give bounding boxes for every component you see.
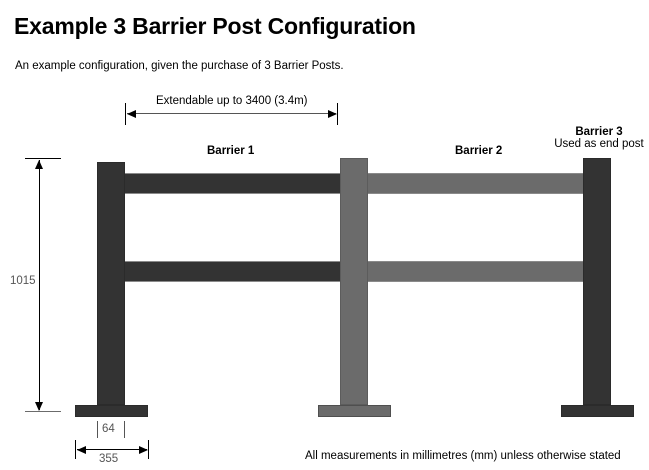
post-middle (340, 158, 368, 405)
dimension-span-label: Extendable up to 3400 (3.4m) (156, 95, 308, 107)
page-title: Example 3 Barrier Post Configuration (14, 13, 416, 39)
dimension-base-width-line (77, 449, 147, 450)
barrier-1-label-text: Barrier 1 (207, 145, 255, 157)
dimension-base-width-label: 355 (99, 453, 119, 465)
dimension-height-extension-top (25, 158, 61, 159)
barrier-2-label-text: Barrier 2 (455, 145, 503, 157)
barrier-1-label: Barrier 1 (207, 145, 254, 157)
dimension-height-label: 1015 (10, 275, 36, 287)
base-plate-left (75, 405, 148, 417)
dimension-height-arrow-bottom (35, 402, 43, 411)
page-subtitle: An example configuration, given the purc… (15, 60, 344, 72)
dimension-base-width-tick-right (148, 440, 149, 459)
footer-note: All measurements in millimetres (mm) unl… (305, 450, 621, 462)
dimension-height-line (39, 160, 40, 410)
base-plate-middle (318, 405, 391, 417)
rail-upper-left (124, 173, 352, 194)
rail-lower-left (124, 261, 352, 282)
barrier-3-label: Barrier 3 Used as end post (551, 126, 647, 150)
barrier-2-label: Barrier 2 (455, 145, 502, 157)
dimension-base-width-arrow-left (77, 446, 86, 454)
dimension-post-width-tick-left (97, 421, 98, 438)
barrier-3-label-text: Barrier 3 (575, 126, 623, 138)
barrier-3-sublabel-text: Used as end post (554, 138, 644, 150)
dimension-post-width-label: 64 (102, 423, 115, 435)
rail-lower-right (356, 261, 586, 282)
dimension-span-tick-left (125, 103, 126, 125)
dimension-base-width-arrow-right (139, 446, 148, 454)
dimension-base-width-tick-left (75, 440, 76, 459)
dimension-span-line (127, 113, 336, 114)
post-left (97, 162, 125, 405)
dimension-span-arrow-right (328, 110, 337, 118)
rail-upper-right (356, 173, 586, 194)
base-plate-right (561, 405, 634, 417)
dimension-post-width-tick-right (124, 421, 125, 438)
dimension-height-arrow-top (35, 160, 43, 169)
dimension-span-tick-right (337, 103, 338, 125)
dimension-height-extension-bottom (25, 411, 61, 412)
dimension-span-arrow-left (127, 110, 136, 118)
post-right (583, 158, 611, 405)
